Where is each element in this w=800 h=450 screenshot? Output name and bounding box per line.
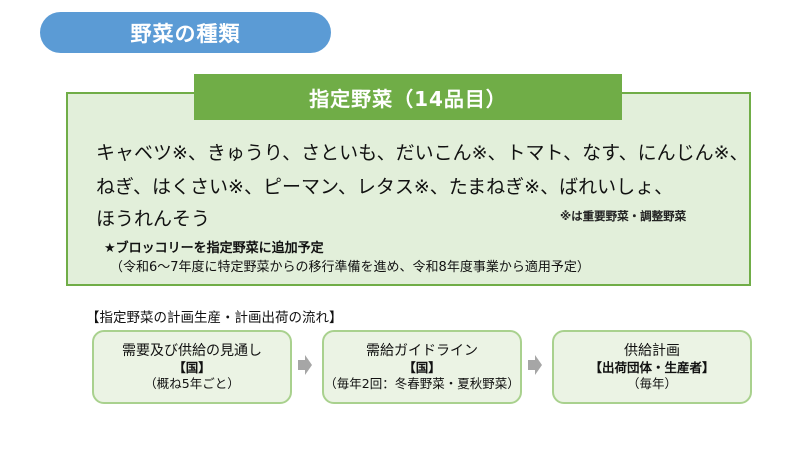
vegetable-list-line-3: ほうれんそう — [96, 208, 211, 230]
flow-step-supply-plan: 供給計画 【出荷団体・生産者】 （毎年） — [552, 330, 752, 404]
flow-step-frequency: （毎年2回：冬春野菜・夏秋野菜） — [324, 376, 520, 391]
designated-header-text: 指定野菜（14品目） — [309, 86, 507, 111]
important-vegetables-note: ※は重要野菜・調整野菜 — [560, 209, 687, 223]
flow-step-title: 需給ガイドライン — [366, 343, 478, 359]
flow-step-outlook: 需要及び供給の見通し 【国】 （概ね5年ごと） — [92, 330, 292, 404]
flow-step-frequency: （毎年） — [626, 376, 677, 391]
flow-step-title: 供給計画 — [624, 343, 680, 359]
designated-vegetables-header: 指定野菜（14品目） — [194, 74, 622, 120]
section-title-text: 野菜の種類 — [130, 21, 241, 46]
flow-step-title: 需要及び供給の見通し — [122, 343, 262, 359]
flow-step-actor: 【国】 — [173, 360, 211, 375]
flow-step-actor: 【出荷団体・生産者】 — [589, 360, 715, 375]
flow-step-actor: 【国】 — [403, 360, 441, 375]
right-arrow-icon — [298, 355, 312, 375]
flow-step-frequency: （概ね5年ごと） — [144, 376, 240, 391]
section-title: 野菜の種類 — [40, 12, 331, 53]
broccoli-addition-detail: （令和6～7年度に特定野菜からの移行準備を進め、令和8年度事業から適用予定） — [110, 260, 590, 275]
broccoli-addition-title: ★ブロッコリーを指定野菜に追加予定 — [104, 241, 324, 256]
right-arrow-icon — [528, 355, 542, 375]
designated-vegetables-box — [66, 92, 751, 286]
flow-heading: 【指定野菜の計画生産・計画出荷の流れ】 — [86, 310, 343, 326]
flow-step-guideline: 需給ガイドライン 【国】 （毎年2回：冬春野菜・夏秋野菜） — [322, 330, 522, 404]
vegetable-list-line-2: ねぎ、はくさい※、ピーマン、レタス※、たまねぎ※、ばれいしょ、 — [96, 176, 674, 198]
vegetable-list-line-1: キャベツ※、きゅうり、さといも、だいこん※、トマト、なす、にんじん※、 — [96, 142, 749, 164]
